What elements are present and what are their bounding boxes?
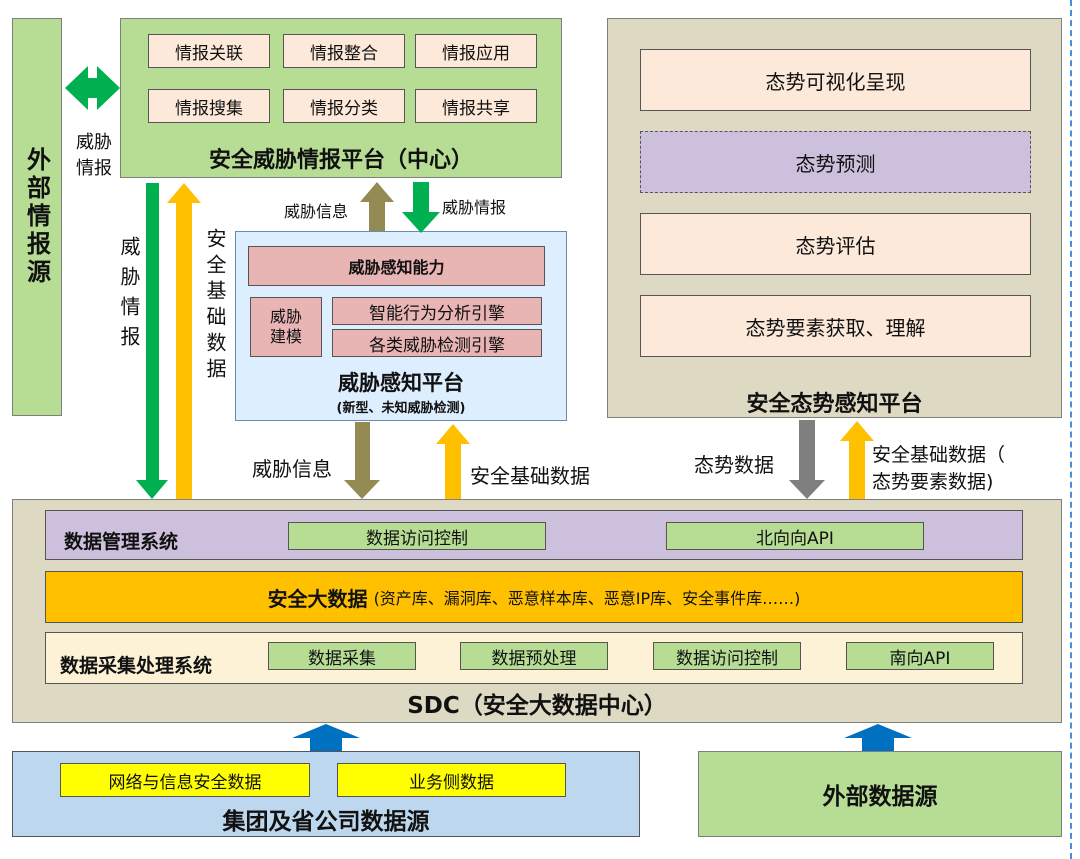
situation-item-1: 态势可视化呈现 — [640, 49, 1031, 111]
perception-modeling: 威胁建模 — [250, 297, 322, 357]
group-chip-1: 网络与信息安全数据 — [60, 763, 310, 797]
arrow-green-down-left — [136, 183, 168, 499]
arrow-olive-down-mid — [344, 422, 380, 499]
perception-engine-1: 智能行为分析引擎 — [332, 297, 542, 325]
external-intel-source: 外部情报源 — [12, 18, 62, 416]
label-left-up: 安全基础数据 — [203, 228, 227, 384]
data-collect-title: 数据采集处理系统 — [60, 655, 213, 677]
collect-chip-4: 南向API — [846, 642, 994, 670]
label-base-data-mid: 安全基础数据 — [470, 464, 590, 488]
arrow-olive-up-top — [360, 182, 394, 231]
perception-engine-2: 各类威胁检测引擎 — [332, 329, 542, 357]
intel-chip-6: 情报共享 — [415, 89, 537, 123]
bigdata-title: 安全大数据 — [267, 586, 368, 611]
double-arrow-green — [65, 66, 120, 110]
label-base-data-right-2: 态势要素数据) — [872, 471, 994, 493]
arrow-gray-down — [789, 420, 825, 499]
intel-chip-4: 情报搜集 — [148, 89, 270, 123]
perception-title: 威胁感知平台 — [338, 371, 464, 395]
intel-chip-2: 情报整合 — [283, 34, 405, 68]
group-source-title: 集团及省公司数据源 — [222, 809, 430, 835]
label-threat-info-mid: 威胁信息 — [252, 457, 332, 481]
external-data-title: 外部数据源 — [822, 784, 938, 810]
label-threat-info-up: 威胁信息 — [284, 202, 349, 221]
arrow-orange-up-mid — [436, 424, 470, 499]
perception-modeling-label: 威胁建模 — [269, 307, 302, 346]
arrow-blue-up-left — [292, 724, 360, 751]
external-data-source: 外部数据源 — [698, 751, 1062, 837]
group-chip-2: 业务侧数据 — [337, 763, 566, 797]
intel-chip-5: 情报分类 — [283, 89, 405, 123]
sdc-title: SDC（安全大数据中心） — [407, 693, 667, 719]
label-left-down: 威胁情报 — [117, 236, 141, 356]
label-situation-data: 态势数据 — [694, 453, 774, 477]
intel-chip-3: 情报应用 — [415, 34, 537, 68]
collect-chip-2: 数据预处理 — [460, 642, 608, 670]
perception-header: 威胁感知能力 — [248, 246, 545, 286]
arrow-orange-up-right — [840, 421, 874, 499]
situation-item-2: 态势预测 — [640, 131, 1031, 193]
perception-subtitle: (新型、未知威胁检测) — [336, 400, 466, 416]
bigdata-detail: (资产库、漏洞库、恶意样本库、恶意IP库、安全事件库……) — [373, 589, 801, 608]
situation-title: 安全态势感知平台 — [746, 392, 923, 417]
situation-item-3: 态势评估 — [640, 213, 1031, 275]
situation-item-4: 态势要素获取、理解 — [640, 295, 1031, 357]
arrow-orange-up-left — [167, 183, 201, 499]
collect-chip-3: 数据访问控制 — [653, 642, 801, 670]
security-big-data: 安全大数据 (资产库、漏洞库、恶意样本库、恶意IP库、安全事件库……) — [45, 571, 1023, 623]
mgmt-chip-1: 数据访问控制 — [288, 522, 546, 550]
threat-intel-side-label-2: 情报 — [76, 158, 112, 179]
arrow-green-down-top — [402, 182, 440, 233]
arrow-blue-up-right — [844, 724, 912, 751]
collect-chip-1: 数据采集 — [268, 642, 416, 670]
data-mgmt-title: 数据管理系统 — [64, 531, 179, 553]
intel-chip-1: 情报关联 — [148, 34, 270, 68]
external-intel-title: 外部情报源 — [22, 147, 51, 287]
label-base-data-right-1: 安全基础数据（ — [872, 444, 1006, 466]
intel-platform-title: 安全威胁情报平台（中心） — [208, 148, 473, 173]
mgmt-chip-2: 北向向API — [666, 522, 924, 550]
label-threat-intel-down: 威胁情报 — [442, 198, 507, 217]
right-dashed-border — [1070, 0, 1072, 859]
threat-intel-side-label-1: 威胁 — [76, 132, 112, 153]
